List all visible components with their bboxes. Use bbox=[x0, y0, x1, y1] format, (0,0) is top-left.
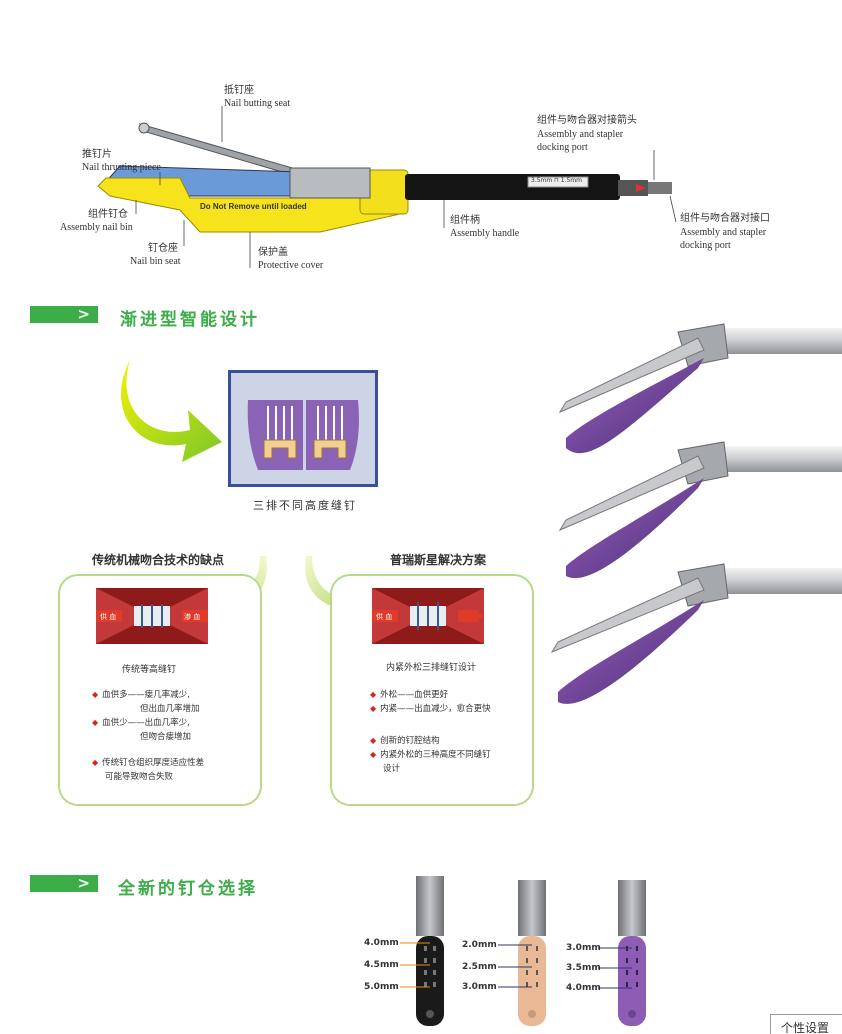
label-docking-port-cn: 组件与吻合器对接口 bbox=[680, 213, 770, 224]
right-tissue-label-supply: 供 血 bbox=[376, 613, 393, 621]
size-label-black-3: 5.0mm bbox=[364, 982, 399, 992]
label-docking-arrow-en1: Assembly and stapler bbox=[537, 129, 624, 140]
handle-tag-text: 3.5mm ⊓ 1.5mm bbox=[531, 177, 582, 184]
label-docking-arrow-cn: 组件与吻合器对接箭头 bbox=[537, 115, 637, 126]
size-label-black-2: 4.5mm bbox=[364, 960, 399, 970]
cartridge-illustrations bbox=[400, 876, 646, 1026]
label-assembly-handle-cn: 组件柄 bbox=[450, 215, 480, 226]
size-label-purple-1: 3.0mm bbox=[566, 943, 601, 953]
label-protective-cover-en: Protective cover bbox=[258, 260, 324, 271]
right-bullet-4-sub: 设计 bbox=[383, 764, 401, 774]
size-label-peach-2: 2.5mm bbox=[462, 962, 497, 972]
jaw-1 bbox=[558, 323, 842, 454]
label-nail-butting-seat-en: Nail butting seat bbox=[224, 98, 291, 109]
stapler-assembly-illustration bbox=[97, 106, 677, 268]
size-label-peach-1: 2.0mm bbox=[462, 940, 497, 950]
settings-button[interactable]: 个性设置 bbox=[770, 1014, 842, 1034]
label-nail-bin-seat-en: Nail bin seat bbox=[130, 256, 181, 267]
size-label-purple-2: 3.5mm bbox=[566, 963, 601, 973]
section-marker-bar: > bbox=[30, 305, 98, 323]
cover-warning-text: Do Not Remove until loaded bbox=[200, 202, 307, 211]
chevron-right-icon: > bbox=[77, 874, 90, 892]
label-protective-cover-cn: 保护盖 bbox=[258, 247, 288, 258]
chevron-right-icon: > bbox=[77, 305, 90, 323]
right-box-caption: 内紧外松三排缝钉设计 bbox=[386, 663, 477, 673]
jaw-3 bbox=[550, 563, 842, 704]
three-row-staple-illustration bbox=[228, 370, 378, 487]
label-assembly-nail-bin-cn: 组件钉仓 bbox=[88, 209, 128, 220]
right-bullet-2: ◆内紧——出血减少，愈合更快 bbox=[370, 704, 491, 714]
cartridge-black bbox=[416, 876, 444, 1026]
label-docking-port-en1: Assembly and stapler bbox=[680, 227, 767, 238]
right-bullet-4: ◆内紧外松的三种高度不同缝钉 bbox=[370, 750, 491, 760]
cartridge-peach bbox=[518, 880, 546, 1026]
size-label-black-1: 4.0mm bbox=[364, 938, 399, 948]
label-docking-port-en2: docking port bbox=[680, 240, 731, 251]
left-tissue-label-bleed: 渗 血 bbox=[184, 613, 201, 621]
right-box-heading: 普瑞斯星解决方案 bbox=[390, 553, 487, 567]
size-label-peach-3: 3.0mm bbox=[462, 982, 497, 992]
curved-arrow-graphic bbox=[121, 360, 222, 462]
label-nail-thrusting-en: Nail thrusting piece bbox=[82, 162, 161, 173]
left-box-bullets: ◆血供多——瘘几率减少, 但出血几率增加 ◆血供少——出血几率少, 但吻合瘘增加… bbox=[92, 688, 252, 784]
right-bullet-3: ◆创新的钉腔结构 bbox=[370, 736, 440, 746]
label-nail-bin-seat-cn: 钉仓座 bbox=[148, 243, 178, 254]
left-bullet-2-sub: 但吻合瘘增加 bbox=[140, 732, 192, 742]
left-box-heading: 传统机械吻合技术的缺点 bbox=[92, 553, 225, 567]
left-bullet-1-sub: 但出血几率增加 bbox=[140, 704, 200, 714]
right-bullet-1: ◆外松——血供更好 bbox=[370, 690, 449, 700]
left-bullet-3-sub: 可能导致吻合失败 bbox=[105, 772, 174, 782]
left-bullet-1: ◆血供多——瘘几率减少, bbox=[92, 690, 190, 700]
right-box-bullets: ◆外松——血供更好 ◆内紧——出血减少，愈合更快 ◆创新的钉腔结构 ◆内紧外松的… bbox=[370, 688, 530, 776]
jaw-2 bbox=[558, 441, 842, 579]
section-marker-bar-2: > bbox=[30, 874, 98, 892]
label-nail-thrusting-cn: 推钉片 bbox=[82, 149, 112, 160]
size-label-purple-3: 4.0mm bbox=[566, 983, 601, 993]
section-title-progressive-design: 渐进型智能设计 bbox=[120, 310, 260, 330]
left-tissue-illustration bbox=[96, 588, 208, 644]
left-tissue-label-supply: 供 血 bbox=[100, 613, 117, 621]
staple-caption: 三排不同高度缝钉 bbox=[253, 499, 357, 512]
stapler-jaws-illustration bbox=[550, 323, 842, 704]
label-nail-butting-seat-cn: 抵钉座 bbox=[224, 85, 254, 96]
right-tissue-illustration bbox=[372, 588, 484, 644]
section-title-cartridge-choice: 全新的钉仓选择 bbox=[118, 879, 258, 899]
cartridge-purple bbox=[618, 880, 646, 1026]
left-box-caption: 传统等高缝钉 bbox=[122, 665, 177, 675]
label-docking-arrow-en2: docking port bbox=[537, 142, 588, 153]
label-assembly-handle-en: Assembly handle bbox=[450, 228, 520, 239]
label-assembly-nail-bin-en: Assembly nail bin bbox=[60, 222, 133, 233]
left-bullet-3: ◆传统钉仓组织厚度适应性差 bbox=[92, 758, 205, 768]
left-bullet-2: ◆血供少——出血几率少, bbox=[92, 718, 190, 728]
